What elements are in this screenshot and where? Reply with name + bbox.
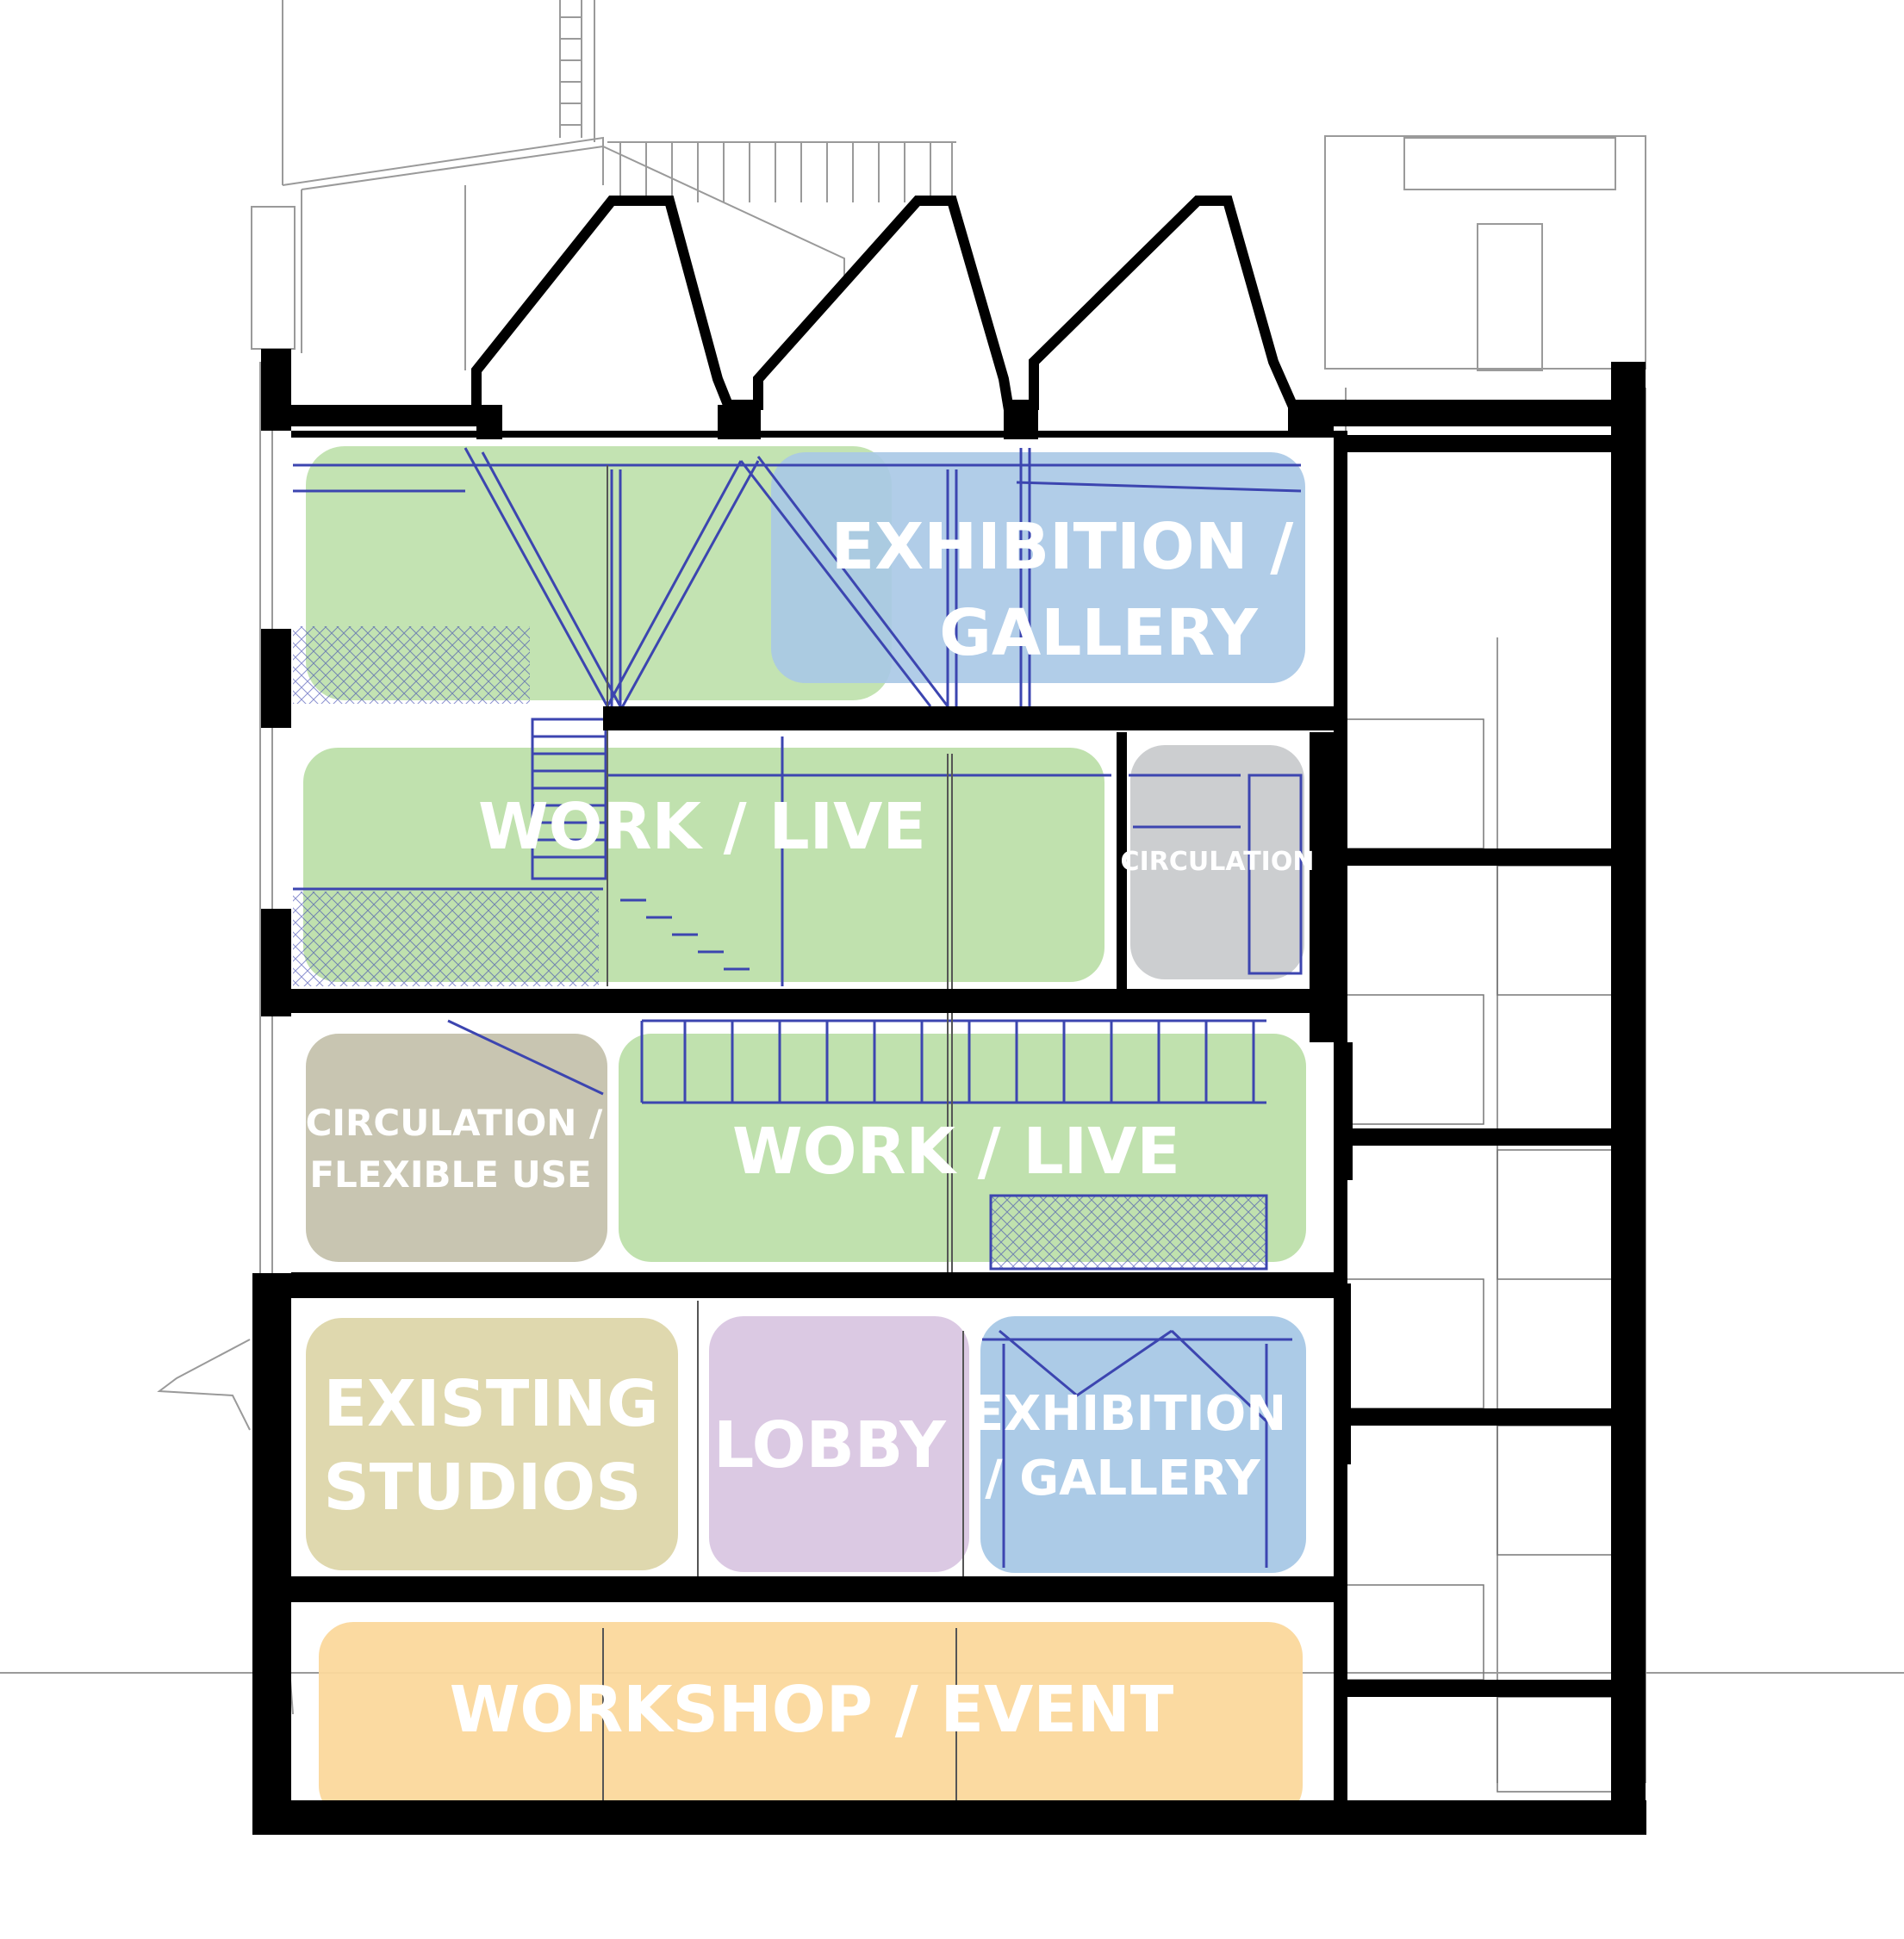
label-exhibition-top-1: EXHIBITION / bbox=[831, 510, 1295, 584]
structure-linework bbox=[293, 447, 1303, 1568]
label-work-live-lower: WORK / LIVE bbox=[732, 1115, 1180, 1189]
zone-exhibition-top bbox=[771, 452, 1305, 683]
zone-labels: EXHIBITION / GALLERY WORK / LIVE CIRCULA… bbox=[306, 510, 1315, 1747]
zone-circulation-flexible bbox=[306, 1034, 607, 1262]
label-work-live-upper: WORK / LIVE bbox=[478, 790, 926, 864]
label-circulation-flexible-1: CIRCULATION / bbox=[306, 1102, 603, 1144]
label-exhibition-top-2: GALLERY bbox=[939, 596, 1259, 670]
label-workshop-event: WORKSHOP / EVENT bbox=[450, 1673, 1174, 1747]
walls-and-slabs bbox=[252, 196, 1646, 1835]
label-existing-studios-1: EXISTING bbox=[323, 1367, 658, 1441]
stair-treads bbox=[1345, 718, 1615, 1793]
zone-circulation-upper bbox=[1130, 745, 1304, 979]
label-lobby: LOBBY bbox=[713, 1408, 947, 1482]
zone-existing-studios bbox=[306, 1318, 678, 1570]
label-circulation-flexible-2: FLEXIBLE USE bbox=[309, 1153, 591, 1196]
label-existing-studios-2: STUDIOS bbox=[323, 1451, 641, 1525]
zones bbox=[303, 446, 1306, 1820]
zone-lobby bbox=[709, 1316, 969, 1572]
sawtooth-roof-1 bbox=[471, 196, 1628, 410]
label-exhibition-ground-1: EXHIBITION bbox=[971, 1386, 1286, 1442]
label-circulation-upper: CIRCULATION bbox=[1121, 847, 1315, 877]
label-exhibition-ground-2: / GALLERY bbox=[985, 1451, 1261, 1507]
zone-workshop-event bbox=[319, 1622, 1303, 1820]
